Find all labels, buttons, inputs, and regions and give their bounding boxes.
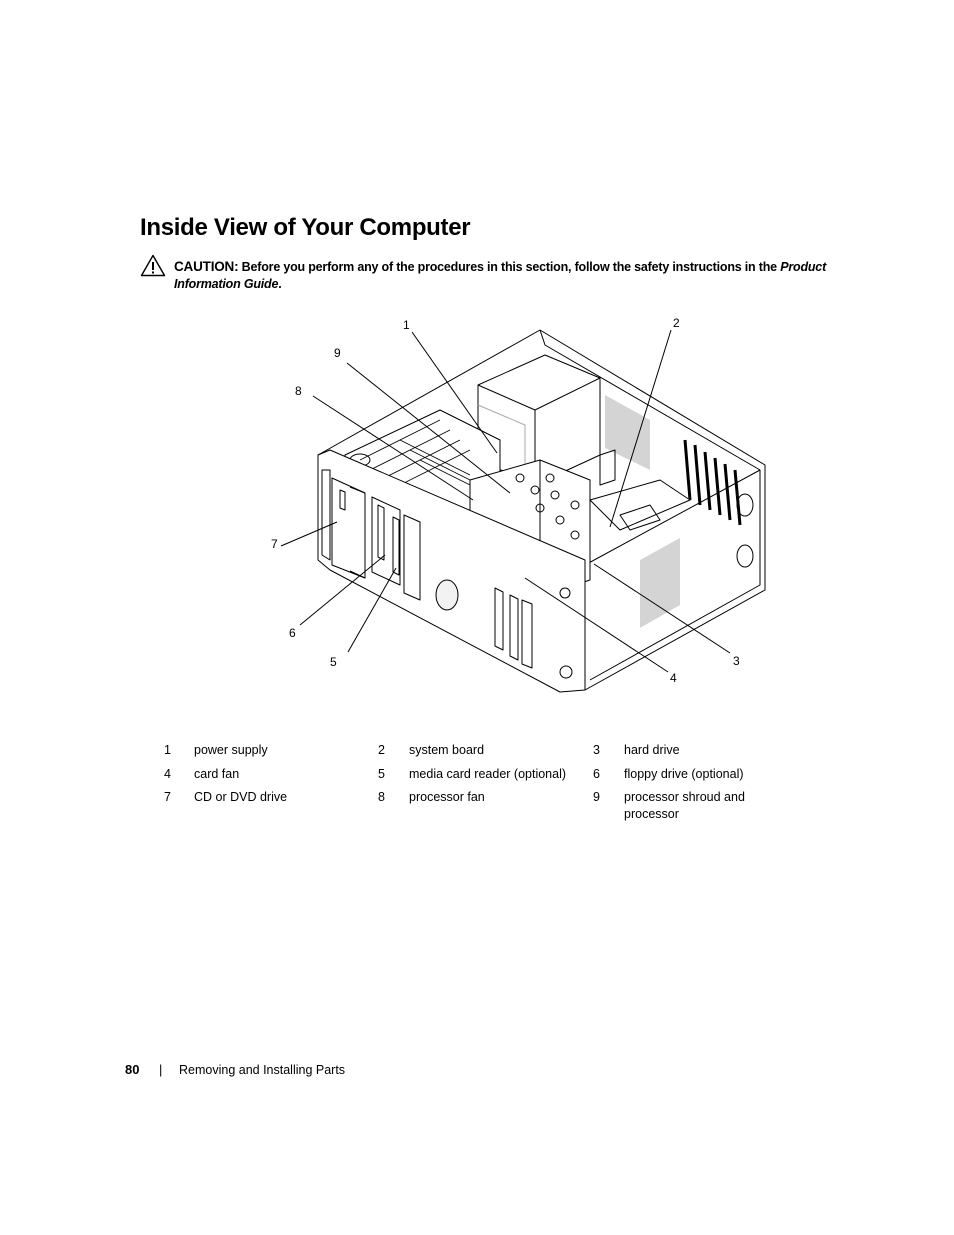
callout-line-2 <box>609 329 672 528</box>
legend-row: 4 card fan 5 media card reader (optional… <box>160 766 800 790</box>
legend-row: 1 power supply 2 system board 3 hard dri… <box>160 742 800 766</box>
page-title: Inside View of Your Computer <box>140 214 471 241</box>
callout-line-8 <box>312 395 474 501</box>
callout-line-1 <box>411 331 498 454</box>
legend-number: 2 <box>378 743 385 757</box>
legend-number: 3 <box>593 743 600 757</box>
callout-8: 8 <box>295 384 302 398</box>
legend-label: hard drive <box>624 743 680 757</box>
legend-label: processor shroud and processor <box>624 790 745 821</box>
legend-table: 1 power supply 2 system board 3 hard dri… <box>160 742 800 829</box>
legend-label: processor fan <box>409 790 485 804</box>
caution-text: Before you perform any of the procedures… <box>241 260 777 274</box>
legend-number: 9 <box>593 790 600 804</box>
callout-line-3 <box>593 563 731 654</box>
callout-4: 4 <box>670 671 677 685</box>
callout-line-9 <box>346 362 511 494</box>
callout-1: 1 <box>403 318 410 332</box>
legend-number: 7 <box>164 790 171 804</box>
callout-7: 7 <box>271 537 278 551</box>
callout-line-7 <box>280 521 338 547</box>
legend-label: card fan <box>194 766 240 781</box>
legend-number: 5 <box>378 766 385 781</box>
legend-label: system board <box>409 743 485 757</box>
legend-label: floppy drive (optional) <box>624 766 744 781</box>
callout-2: 2 <box>673 316 680 330</box>
legend-label: media card reader (optional) <box>409 766 567 781</box>
page-number: 80 <box>125 1062 140 1077</box>
callout-line-6 <box>299 554 386 626</box>
legend-number: 1 <box>164 743 171 757</box>
legend-row: 7 CD or DVD drive 8 processor fan 9 proc… <box>160 789 800 829</box>
legend-label: power supply <box>194 743 268 757</box>
callout-5: 5 <box>330 655 337 669</box>
guide-title: Product Information Guide <box>174 260 827 291</box>
callout-line-5 <box>347 567 397 653</box>
legend-number: 4 <box>164 766 171 781</box>
section-name: Removing and Installing Parts <box>179 1063 346 1077</box>
callout-9: 9 <box>334 346 341 360</box>
caution-icon <box>140 254 166 277</box>
legend-number: 8 <box>378 790 385 804</box>
caution-label: CAUTION: <box>174 259 239 274</box>
caution-end: . <box>278 277 282 291</box>
callout-6: 6 <box>289 626 296 640</box>
legend-number: 6 <box>593 766 600 781</box>
footer-separator: | <box>159 1062 163 1077</box>
callout-line-4 <box>524 577 669 673</box>
callout-3: 3 <box>733 654 740 668</box>
legend-label: CD or DVD drive <box>194 790 288 804</box>
caution-notice: CAUTION: Before you perform any of the p… <box>174 258 834 293</box>
